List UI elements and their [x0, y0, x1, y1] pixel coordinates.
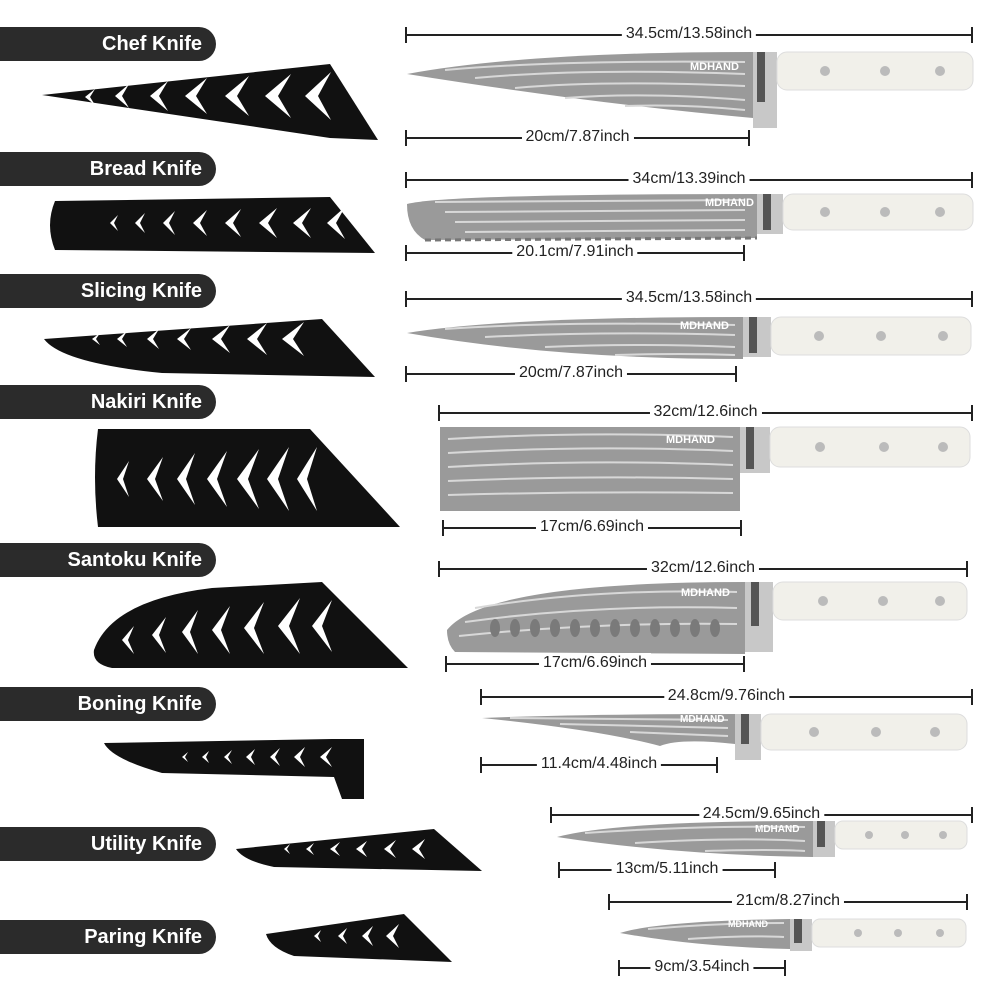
knife-image: MDHAND — [482, 713, 968, 760]
knife-image: MDHAND — [407, 51, 974, 128]
sheath-image — [104, 739, 364, 799]
brand-logo: MDHAND — [690, 61, 739, 73]
total-length-dimension: 32cm/12.6inch — [438, 558, 968, 579]
knife-row-nakiri: Nakiri Knife 32cm/12.6inch MDHAND 17cm/6… — [0, 385, 1000, 540]
knife-image: MDHAND — [447, 581, 968, 654]
total-length-dimension: 24.8cm/9.76inch — [480, 686, 973, 707]
knife-label: Bread Knife — [0, 152, 216, 186]
blade-length-text: 17cm/6.69inch — [538, 653, 652, 673]
knife-label: Boning Knife — [0, 687, 216, 721]
brand-logo: MDHAND — [728, 919, 768, 929]
knife-row-boning: Boning Knife 24.8cm/9.76inch MDHAND 11.4… — [0, 685, 1000, 805]
blade-length-dimension: 17cm/6.69inch — [445, 653, 745, 674]
blade-length-dimension: 20.1cm/7.91inch — [405, 242, 745, 263]
brand-logo: MDHAND — [705, 197, 754, 209]
knife-image: MDHAND — [557, 820, 968, 857]
blade-length-text: 20.1cm/7.91inch — [512, 242, 638, 262]
knife-row-slicing: Slicing Knife 34.5cm/13.58inch MDHAND 20… — [0, 270, 1000, 385]
sheath-image — [44, 319, 375, 377]
sheath-image — [95, 429, 400, 527]
knife-label: Santoku Knife — [0, 543, 216, 577]
total-length-text: 34.5cm/13.58inch — [621, 288, 757, 308]
brand-logo: MDHAND — [680, 320, 729, 332]
knife-row-santoku: Santoku Knife 32cm/12.6inch MDHAND 17cm/… — [0, 540, 1000, 685]
brand-logo: MDHAND — [681, 587, 730, 599]
total-length-text: 21cm/8.27inch — [731, 891, 845, 911]
knife-row-utility: Utility Knife 24.5cm/9.65inch MDHAND 13c… — [0, 804, 1000, 900]
blade-length-text: 11.4cm/4.48inch — [536, 754, 662, 774]
knife-label: Nakiri Knife — [0, 385, 216, 419]
knife-image: MDHAND — [440, 426, 971, 511]
knife-label: Utility Knife — [0, 827, 216, 861]
brand-logo: MDHAND — [680, 714, 724, 725]
total-length-text: 24.8cm/9.76inch — [663, 686, 790, 706]
sheath-image — [50, 197, 375, 253]
sheath-image — [93, 582, 409, 668]
blade-length-dimension: 20cm/7.87inch — [405, 363, 737, 384]
knife-image: MDHAND — [407, 193, 974, 242]
brand-logo: MDHAND — [755, 824, 799, 835]
knife-label: Chef Knife — [0, 27, 216, 61]
blade-length-dimension: 11.4cm/4.48inch — [480, 754, 718, 775]
sheath-image — [266, 914, 452, 962]
total-length-text: 34cm/13.39inch — [628, 169, 750, 189]
total-length-text: 32cm/12.6inch — [649, 402, 762, 422]
total-length-dimension: 34.5cm/13.58inch — [405, 24, 973, 45]
blade-length-text: 13cm/5.11inch — [611, 859, 723, 879]
knife-label: Paring Knife — [0, 920, 216, 954]
sheath-image — [42, 64, 378, 140]
blade-length-dimension: 13cm/5.11inch — [558, 859, 776, 880]
total-length-dimension: 21cm/8.27inch — [608, 891, 968, 912]
blade-length-text: 20cm/7.87inch — [514, 363, 628, 383]
knife-row-paring: Paring Knife 21cm/8.27inch MDHAND 9cm/3.… — [0, 890, 1000, 1000]
blade-length-dimension: 20cm/7.87inch — [405, 127, 750, 148]
total-length-text: 24.5cm/9.65inch — [698, 804, 825, 824]
knife-image: MDHAND — [620, 918, 967, 951]
total-length-dimension: 34.5cm/13.58inch — [405, 288, 973, 309]
brand-logo: MDHAND — [666, 434, 715, 446]
total-length-dimension: 32cm/12.6inch — [438, 402, 973, 423]
blade-length-text: 17cm/6.69inch — [535, 517, 649, 537]
blade-length-dimension: 9cm/3.54inch — [618, 957, 786, 978]
total-length-dimension: 24.5cm/9.65inch — [550, 804, 973, 825]
knife-row-bread: Bread Knife 34cm/13.39inch MDHAND 20.1cm… — [0, 150, 1000, 270]
knife-row-chef: Chef Knife 34.5cm/13.58inch MDHAND 20cm/… — [0, 0, 1000, 150]
knife-label: Slicing Knife — [0, 274, 216, 308]
total-length-text: 32cm/12.6inch — [646, 558, 760, 578]
blade-length-text: 9cm/3.54inch — [650, 957, 754, 977]
total-length-text: 34.5cm/13.58inch — [621, 24, 757, 44]
blade-length-text: 20cm/7.87inch — [521, 127, 634, 147]
sheath-image — [236, 829, 482, 871]
total-length-dimension: 34cm/13.39inch — [405, 169, 973, 190]
blade-length-dimension: 17cm/6.69inch — [442, 517, 742, 538]
knife-image: MDHAND — [407, 316, 972, 359]
